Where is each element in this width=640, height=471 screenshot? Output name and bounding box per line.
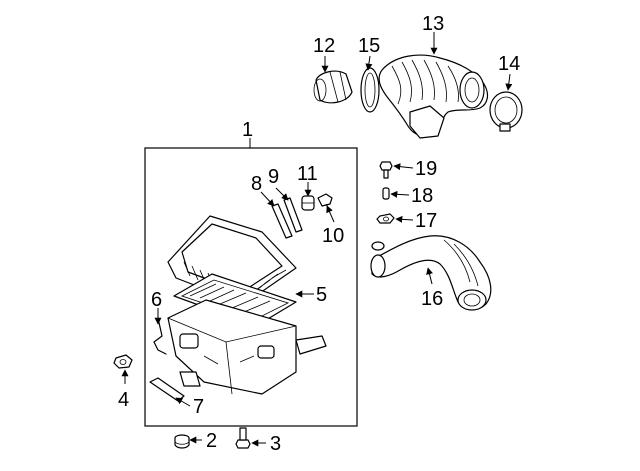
intake-hose-16 [370,235,492,311]
callout-4: 4 [118,389,129,411]
drain-hose-7 [149,377,185,402]
callout-8: 8 [251,173,262,195]
intake-duct-13 [378,54,489,139]
hose-clamp-15 [360,67,380,113]
callout-12: 12 [313,35,335,57]
seal-8 [271,203,293,239]
callout-3: 3 [270,433,281,455]
callout-7: 7 [193,396,204,418]
nut-4 [113,354,133,369]
callout-5: 5 [316,284,327,306]
callout-2: 2 [206,430,217,452]
callout-11: 11 [297,163,318,185]
callout-19: 19 [415,158,437,180]
bolt-10 [317,193,333,211]
callout-18: 18 [411,185,433,207]
clip-6 [153,317,167,355]
callout-13: 13 [422,13,444,35]
hose-clamp-14 [489,91,523,132]
air-cleaner-housing [167,299,327,395]
grommet-11 [301,195,315,211]
callout-9: 9 [268,166,279,188]
hose-connector-12 [313,70,353,104]
nut-17 [376,213,395,224]
callout-1: 1 [242,119,253,141]
callout-16: 16 [421,288,443,310]
callout-6: 6 [151,289,162,311]
grommet-2 [174,434,190,449]
callout-10: 10 [322,225,344,247]
pin-18 [382,187,390,200]
callout-15: 15 [358,35,380,57]
callout-17: 17 [415,210,437,232]
bolt-3 [235,427,251,449]
callout-14: 14 [498,53,520,75]
air-cleaner-assembly-frame [144,147,358,427]
bolt-19 [379,161,393,179]
